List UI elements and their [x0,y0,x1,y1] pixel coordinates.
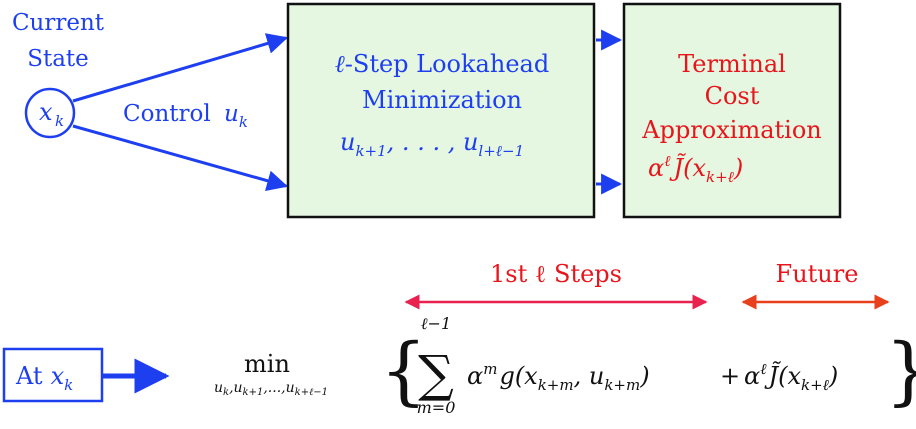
close-brace: } [885,328,916,414]
control-arrow-lower [72,124,289,191]
stage-cost-term: αmg(xk+m, uk+m) [467,360,650,394]
terminal-cost-box [622,2,842,219]
first-steps-label: 1st ℓ Steps [490,260,622,288]
current-state-label-line1: Current [12,10,105,36]
terminal-cost-term: αℓJ̃(xk+ℓ) [744,360,838,394]
terminal-line1: Terminal [678,50,786,78]
sum-lower-limit: m=0 [417,398,456,417]
sum-symbol: ∑ [418,345,454,403]
plus-sign: + [720,362,740,390]
current-state-label-line2: State [27,46,89,72]
sum-upper-limit: ℓ−1 [421,314,451,333]
min-subscript: uk,uk+1,...,uk+ℓ−1 [214,380,328,398]
control-arrow-upper [72,33,289,103]
current-state-node [24,87,76,139]
state-node-subscript: k [55,112,64,130]
future-label: Future [776,260,859,288]
terminal-line3: Approximation [641,116,821,144]
lookahead-minimization-box [286,2,596,219]
lookahead-title-line2: Minimization [362,86,522,114]
min-operator: min [244,350,290,378]
at-state-box [2,347,104,403]
lookahead-controls: uk+1, . . . , ul+ℓ−1 [340,128,524,160]
state-node-symbol: x [39,98,53,126]
lookahead-title-line1: ℓ-Step Lookahead [335,50,549,78]
open-brace: { [380,328,427,414]
control-label: Control uk [123,101,248,131]
terminal-line2: Cost [705,82,760,110]
